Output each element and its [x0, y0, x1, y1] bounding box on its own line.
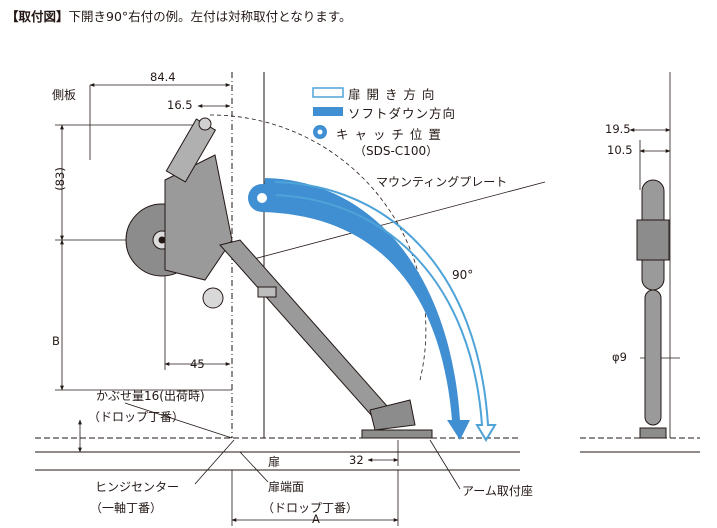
legend-icons [312, 87, 344, 139]
door-swing-arc [209, 114, 427, 381]
hinge-center-sub-label: （一軸丁番） [90, 501, 163, 515]
dim-a: A [312, 512, 320, 526]
dim-10-5: 10.5 [607, 143, 633, 157]
leader-lines [124, 181, 546, 490]
diagram-caption: 【取付図】下開き90°右付の例。左付は対称取付となります。 [6, 6, 352, 25]
dimension-lines [55, 72, 680, 526]
stay-mechanism [125, 117, 433, 439]
legend-door-open-label: 扉 開 き 方 向 [348, 87, 436, 102]
side-panel-label: 側板 [52, 88, 77, 102]
door-open-arrow [274, 181, 497, 442]
dim-19-5: 19.5 [605, 122, 631, 136]
legend-catch-label: キ ャ ッ チ 位 置 [336, 127, 442, 142]
hinge-center-label: ヒンジセンター [95, 480, 180, 494]
side-view-mechanism [636, 179, 670, 439]
dim-32: 32 [349, 453, 364, 467]
arm-seat-label: アーム取付座 [462, 484, 533, 498]
soft-down-arrow [262, 178, 470, 440]
caption-bracket: 【取付図】 [6, 9, 69, 24]
dim-45: 45 [190, 357, 205, 371]
overlay-sub-label: （ドロップ丁番） [88, 410, 185, 424]
dim-phi9: φ9 [612, 350, 627, 364]
legend-soft-down-label: ソフトダウン方向 [348, 106, 457, 121]
angle-label: 90° [452, 268, 474, 282]
dim-b: B [52, 334, 60, 348]
legend-note: （SDS-C100） [354, 144, 439, 158]
door-label: 扉 [268, 455, 281, 469]
dim-16-5: 16.5 [167, 98, 193, 112]
overlay-label: かぶせ量16(出荷時) [96, 389, 205, 403]
caption-text: 下開き90°右付の例。左付は対称取付となります。 [68, 9, 352, 24]
mounting-plate-label: マウンティングプレート [376, 175, 508, 189]
dim-83: (83) [52, 167, 67, 191]
door-edge-label: 扉端面 [268, 480, 305, 494]
door-lines [35, 437, 700, 471]
door-edge-sub-label: （ドロップ丁番） [262, 501, 359, 515]
dim-84-4: 84.4 [150, 70, 176, 84]
